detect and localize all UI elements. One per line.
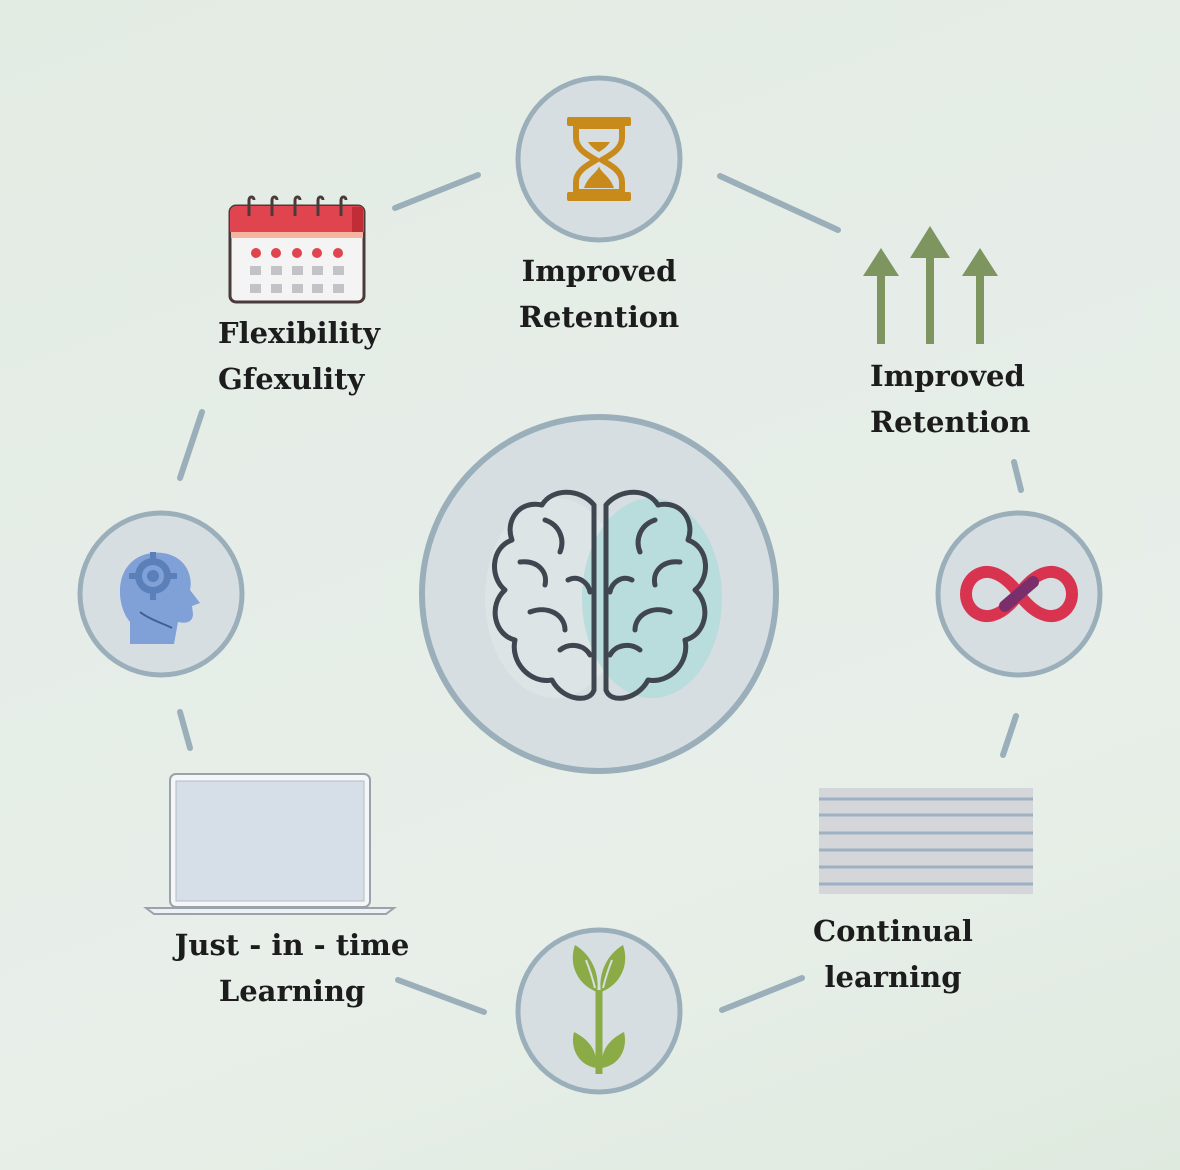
brain-icon <box>485 489 722 701</box>
ring-segment <box>395 977 487 1015</box>
lined-paper-icon <box>819 788 1033 894</box>
ring-segment <box>177 709 193 751</box>
infinity-icon <box>960 565 1078 623</box>
label-top-right-line2: Retention <box>870 405 1031 439</box>
label-top: Improved Retention <box>499 248 699 340</box>
label-top-left-line1: Flexibility <box>218 316 380 350</box>
ring-segment <box>1000 713 1019 758</box>
label-top-line2: Retention <box>518 300 680 334</box>
node-bottom <box>515 927 683 1095</box>
ring-segment <box>177 409 205 481</box>
calendar-icon <box>228 195 366 304</box>
ring-segment <box>717 173 841 233</box>
ring-segment <box>1011 459 1024 493</box>
label-top-right: Improved Retention <box>870 353 1030 445</box>
node-right <box>935 510 1103 678</box>
label-bottom-right: Continual learning <box>793 908 993 1000</box>
label-top-line1: Improved <box>521 254 677 288</box>
node-left <box>77 510 245 678</box>
label-bottom-left-line1: Just - in - time <box>174 928 410 962</box>
label-bottom-right-line1: Continual <box>813 914 973 948</box>
label-bottom-left: Just - in - time Learning <box>162 922 422 1014</box>
label-bottom-left-line2: Learning <box>218 974 366 1008</box>
label-bottom-right-line2: learning <box>824 960 962 994</box>
sprout-icon <box>572 945 626 1074</box>
head-gear-icon <box>119 552 200 644</box>
ring-segment <box>392 172 481 211</box>
up-arrows-icon <box>863 226 998 344</box>
laptop-icon <box>143 773 397 915</box>
node-top <box>515 75 683 243</box>
label-top-left: Flexibility Gfexulity <box>218 310 380 402</box>
label-top-right-line1: Improved <box>870 359 1025 393</box>
center-node <box>419 414 779 774</box>
label-top-left-line2: Gfexulity <box>218 362 365 396</box>
ring-segments <box>177 172 1024 1015</box>
hourglass-icon <box>567 117 631 201</box>
ring-segment <box>719 975 805 1013</box>
